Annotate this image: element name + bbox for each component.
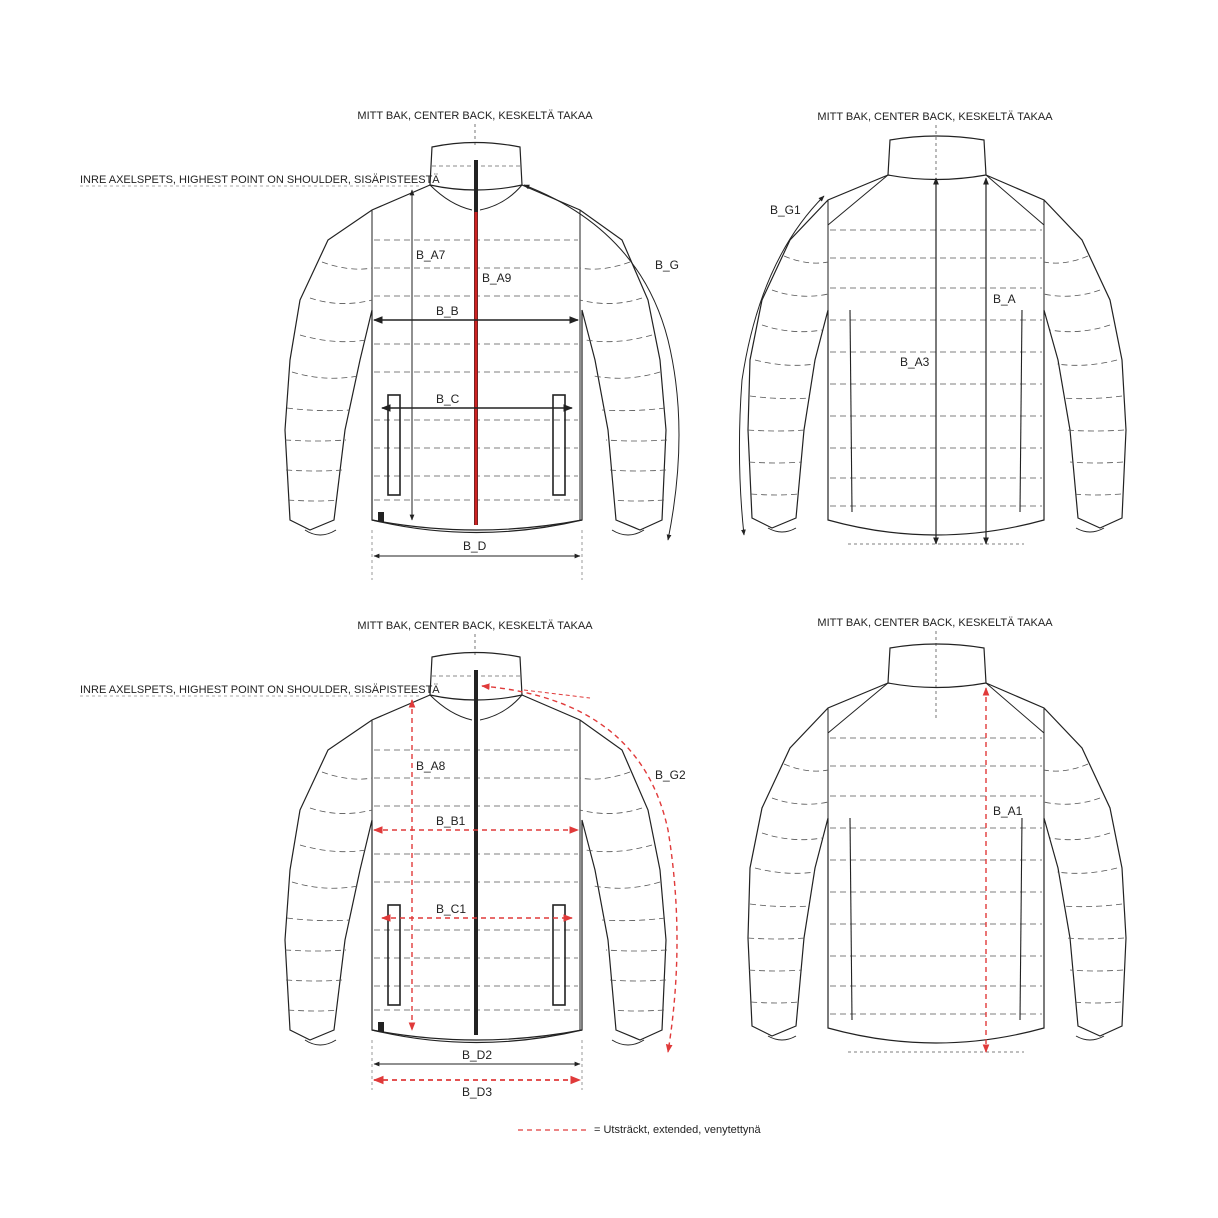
- legend-text: = Utsträckt, extended, venytettynä: [594, 1124, 761, 1136]
- label-B_A: B_A: [993, 292, 1016, 306]
- center-back-heading: MITT BAK, CENTER BACK, KESKELTÄ TAKAA: [357, 110, 593, 122]
- label-B_A3: B_A3: [900, 355, 930, 369]
- label-B_C: B_C: [436, 392, 460, 406]
- label-B_B: B_B: [436, 304, 459, 318]
- shoulder-point-heading: INRE AXELSPETS, HIGHEST POINT ON SHOULDE…: [80, 174, 440, 186]
- label-B_G1: B_G1: [770, 203, 801, 217]
- label-B_A1: B_A1: [993, 804, 1023, 818]
- back-view-top: MITT BAK, CENTER BACK, KESKELTÄ TAKAA B_…: [738, 111, 1127, 545]
- label-B_G2: B_G2: [655, 768, 686, 782]
- label-B_C1: B_C1: [436, 902, 466, 916]
- center-back-heading-2: MITT BAK, CENTER BACK, KESKELTÄ TAKAA: [817, 111, 1053, 123]
- label-B_D: B_D: [463, 539, 487, 553]
- label-B_A8: B_A8: [416, 759, 446, 773]
- label-B_G: B_G: [655, 258, 679, 272]
- label-B_B1: B_B1: [436, 814, 466, 828]
- label-B_A7: B_A7: [416, 248, 446, 262]
- shoulder-point-heading-2: INRE AXELSPETS, HIGHEST POINT ON SHOULDE…: [80, 684, 440, 696]
- legend: = Utsträckt, extended, venytettynä: [518, 1124, 761, 1136]
- center-back-heading-3: MITT BAK, CENTER BACK, KESKELTÄ TAKAA: [357, 620, 593, 632]
- center-back-heading-4: MITT BAK, CENTER BACK, KESKELTÄ TAKAA: [817, 617, 1053, 629]
- back-view-bottom: MITT BAK, CENTER BACK, KESKELTÄ TAKAA B_…: [747, 617, 1127, 1053]
- label-B_A9: B_A9: [482, 271, 512, 285]
- label-B_D2: B_D2: [462, 1048, 492, 1062]
- label-B_D3: B_D3: [462, 1085, 492, 1099]
- front-view-bottom: MITT BAK, CENTER BACK, KESKELTÄ TAKAA IN…: [80, 620, 686, 1099]
- front-view-top: MITT BAK, CENTER BACK, KESKELTÄ TAKAA IN…: [80, 110, 680, 580]
